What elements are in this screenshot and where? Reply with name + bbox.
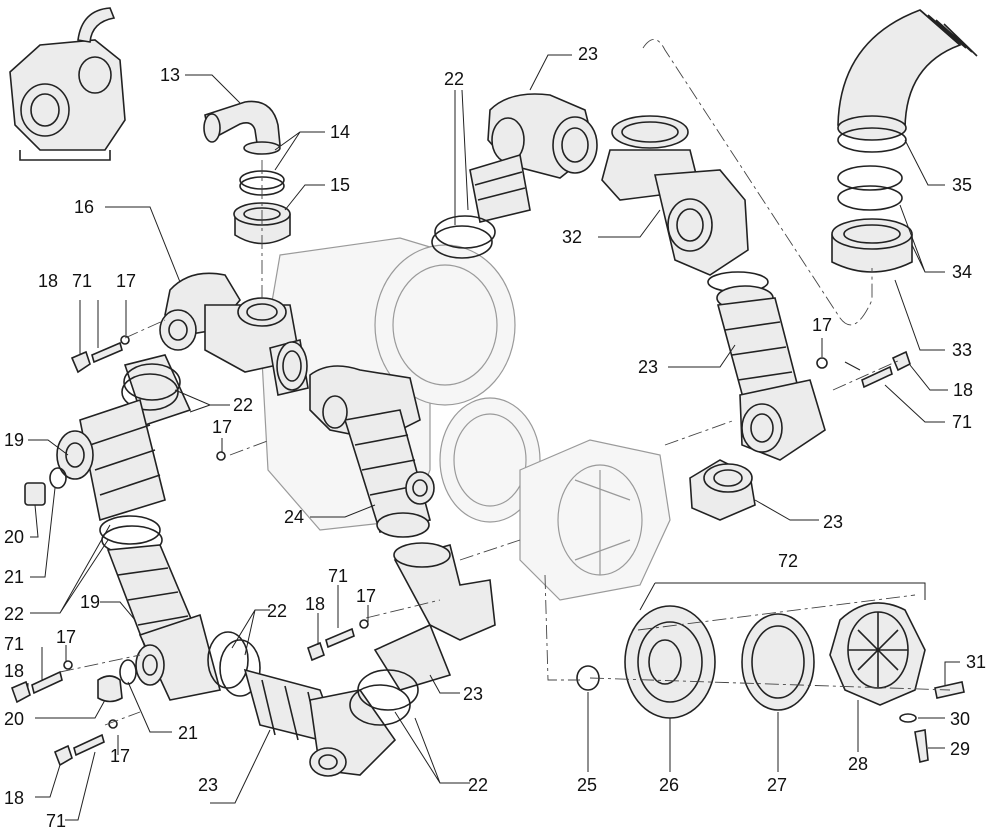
diaphragm-cover-assembly bbox=[576, 602, 965, 763]
part-label-27: 27 bbox=[767, 775, 788, 795]
part-label-30: 30 bbox=[950, 709, 971, 729]
elbow-fitting-group bbox=[203, 100, 291, 245]
part-label-71: 71 bbox=[952, 412, 973, 432]
part-label-22: 22 bbox=[468, 775, 489, 795]
part-label-25: 25 bbox=[577, 775, 598, 795]
part-label-22: 22 bbox=[233, 395, 254, 415]
part-label-20: 20 bbox=[4, 709, 25, 729]
small-fitting bbox=[689, 459, 756, 521]
part-label-23: 23 bbox=[638, 357, 659, 377]
part-label-31: 31 bbox=[966, 652, 987, 672]
right-elbow-group bbox=[831, 9, 978, 273]
part-label-24: 24 bbox=[284, 507, 305, 527]
part-label-18: 18 bbox=[953, 380, 974, 400]
part-label-22: 22 bbox=[4, 604, 25, 624]
part-label-34: 34 bbox=[952, 262, 973, 282]
part-label-13: 13 bbox=[160, 65, 181, 85]
left-fasteners bbox=[10, 335, 369, 767]
part-label-23: 23 bbox=[198, 775, 219, 795]
pump-thumbnail bbox=[9, 7, 126, 161]
part-label-17: 17 bbox=[56, 627, 77, 647]
part-label-23: 23 bbox=[578, 44, 599, 64]
part-label-17: 17 bbox=[116, 271, 137, 291]
part-label-32: 32 bbox=[562, 227, 583, 247]
leader-lines bbox=[27, 54, 960, 821]
right-pipe bbox=[716, 285, 826, 461]
part-label-26: 26 bbox=[659, 775, 680, 795]
part-label-20: 20 bbox=[4, 527, 25, 547]
right-fasteners bbox=[816, 350, 911, 389]
part-label-17: 17 bbox=[812, 315, 833, 335]
center-manifold bbox=[309, 365, 435, 538]
part-label-19: 19 bbox=[80, 592, 101, 612]
part-label-21: 21 bbox=[178, 723, 199, 743]
part-label-14: 14 bbox=[330, 122, 351, 142]
part-label-33: 33 bbox=[952, 340, 973, 360]
right-upper-tee bbox=[601, 115, 769, 293]
part-label-17: 17 bbox=[356, 586, 377, 606]
upper-center-pipe bbox=[431, 93, 598, 259]
part-label-29: 29 bbox=[950, 739, 971, 759]
part-label-23: 23 bbox=[463, 684, 484, 704]
pump-body-ghost bbox=[261, 237, 671, 601]
part-label-71: 71 bbox=[328, 566, 349, 586]
left-manifold bbox=[159, 272, 309, 396]
part-label-18: 18 bbox=[38, 271, 59, 291]
part-label-17: 17 bbox=[110, 746, 131, 766]
part-label-16: 16 bbox=[74, 197, 95, 217]
part-label-15: 15 bbox=[330, 175, 351, 195]
center-lower-manifold bbox=[349, 542, 496, 726]
center-lines bbox=[59, 39, 951, 726]
part-label-72: 72 bbox=[778, 551, 799, 571]
part-label-71: 71 bbox=[4, 634, 25, 654]
part-label-71: 71 bbox=[46, 811, 67, 831]
part-label-19: 19 bbox=[4, 430, 25, 450]
part-label-18: 18 bbox=[305, 594, 326, 614]
part-label-22: 22 bbox=[267, 601, 288, 621]
part-label-17: 17 bbox=[212, 417, 233, 437]
part-label-28: 28 bbox=[848, 754, 869, 774]
part-label-23: 23 bbox=[823, 512, 844, 532]
part-label-18: 18 bbox=[4, 661, 25, 681]
part-label-71: 71 bbox=[72, 271, 93, 291]
part-label-35: 35 bbox=[952, 175, 973, 195]
part-label-18: 18 bbox=[4, 788, 25, 808]
part-label-22: 22 bbox=[444, 69, 465, 89]
part-label-21: 21 bbox=[4, 567, 25, 587]
left-pipe-chain bbox=[56, 354, 397, 777]
